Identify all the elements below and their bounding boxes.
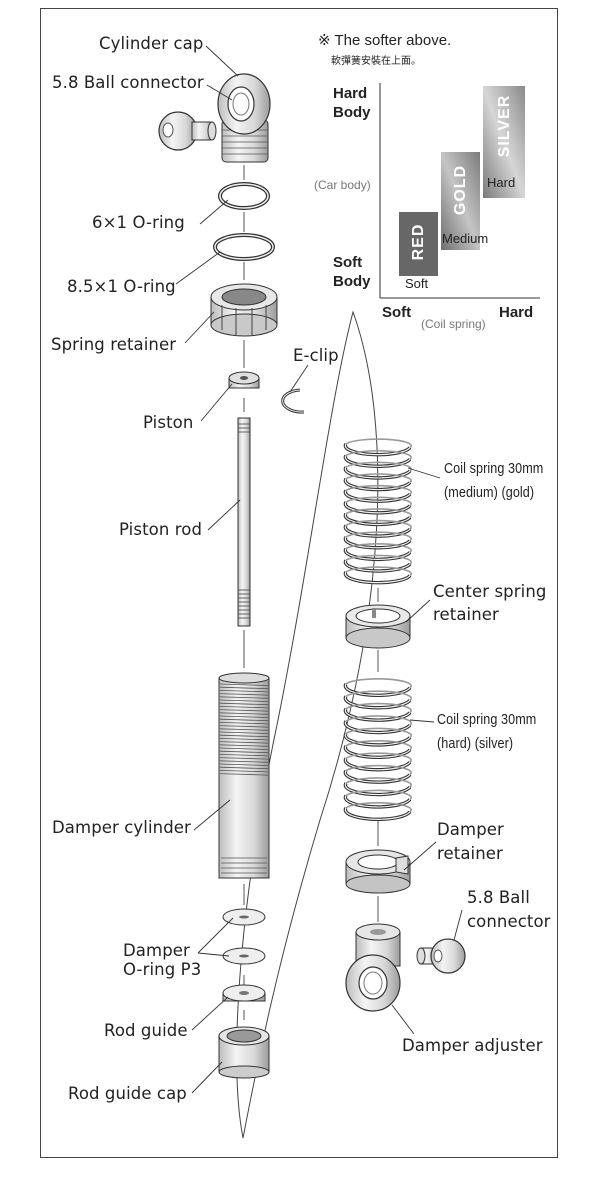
label-piston: Piston <box>143 413 194 432</box>
damper-adjuster-part <box>345 923 401 1012</box>
chart-x-mid-label: (Coil spring) <box>421 317 486 331</box>
label-damper-retainer-line2: retainer <box>437 844 503 863</box>
label-coil-hard-line2: (hard) (silver) <box>437 735 514 752</box>
piston-part <box>228 371 260 389</box>
label-cylinder-cap: Cylinder cap <box>99 34 204 53</box>
chart-bar-silver <box>483 86 525 198</box>
label-coil-medium-line2: (medium) (gold) <box>444 484 535 501</box>
bar-name-red: RED <box>410 223 427 261</box>
chart-bar-gold <box>441 152 480 250</box>
assembly-outline <box>236 310 379 1139</box>
center-spring-retainer-part <box>345 604 411 649</box>
chart-y-top-label: Hard Body <box>333 85 371 121</box>
leader-lines <box>175 45 463 1094</box>
chart-x-left-label: Soft <box>382 304 412 321</box>
ball-connector-top-part <box>158 111 217 151</box>
label-damper-cylinder: Damper cylinder <box>52 818 191 837</box>
note-main: ※ The softer above. <box>318 32 452 49</box>
label-coil-hard-line1: Coil spring 30mm <box>437 711 537 728</box>
bar-name-silver: SILVER <box>496 94 513 158</box>
label-ball-connector-line2: connector <box>467 912 551 931</box>
label-o-ring-85x1: 8.5×1 O-ring <box>67 277 176 296</box>
label-ball-connector-line1: 5.8 Ball <box>467 888 530 907</box>
stiffness-chart <box>379 83 540 299</box>
rod-guide-part <box>222 984 266 1002</box>
spring-retainer-part <box>210 283 278 337</box>
piston-rod-part <box>237 417 251 627</box>
label-e-clip: E-clip <box>293 346 339 365</box>
chart-x-right-label: Hard <box>499 304 534 321</box>
label-spring-retainer: Spring retainer <box>51 335 177 354</box>
ball-connector-bottom-part <box>416 938 466 974</box>
label-center-retainer-line1: Center spring <box>433 582 547 601</box>
rod-guide-cap-part <box>218 1026 270 1079</box>
label-damper-o-ring-line2: O-ring P3 <box>123 960 202 979</box>
label-damper-adjuster: Damper adjuster <box>402 1036 543 1055</box>
coil-spring-hard-part <box>343 677 412 822</box>
label-center-retainer-line2: retainer <box>433 605 499 624</box>
bar-label-medium: Medium <box>442 231 489 246</box>
label-damper-retainer-line1: Damper <box>437 820 504 839</box>
cylinder-cap-part <box>217 73 271 163</box>
label-ball-connector-top: 5.8 Ball connector <box>52 73 204 92</box>
label-o-ring-6x1: 6×1 O-ring <box>92 213 185 232</box>
diagram-frame <box>40 8 558 1158</box>
bar-name-gold: GOLD <box>452 164 469 216</box>
chart-y-mid-label: (Car body) <box>314 178 371 192</box>
label-rod-guide-cap: Rod guide cap <box>68 1084 187 1103</box>
note-sub: 軟彈簧安裝在上面。 <box>331 56 421 67</box>
label-coil-medium-line1: Coil spring 30mm <box>444 460 544 477</box>
bar-label-soft: Soft <box>405 276 429 291</box>
chart-y-bottom-label: Soft Body <box>333 254 371 290</box>
damper-cylinder-part <box>218 672 270 879</box>
damper-retainer-part <box>345 849 411 894</box>
label-rod-guide: Rod guide <box>104 1021 188 1040</box>
label-piston-rod: Piston rod <box>119 520 203 539</box>
e-clip-part <box>281 388 305 414</box>
chart-bar-red <box>399 212 438 276</box>
label-damper-o-ring-line1: Damper <box>123 941 190 960</box>
bar-label-hard: Hard <box>487 175 516 190</box>
coil-spring-medium-part <box>343 438 412 585</box>
